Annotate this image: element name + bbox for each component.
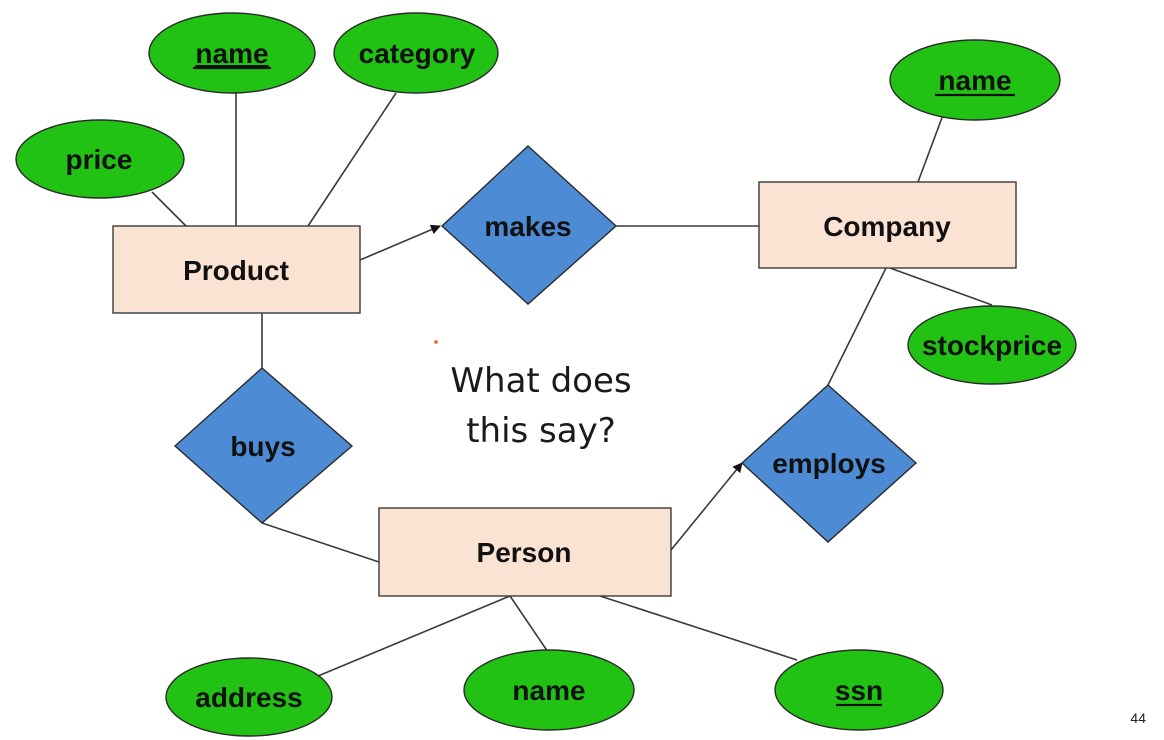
relationship-makes: makes	[440, 145, 618, 305]
attribute-product-name-label: name	[195, 38, 268, 69]
attribute-person-ssn: ssn	[774, 649, 944, 731]
entity-product: Product	[112, 225, 361, 314]
entity-person-label: Person	[477, 537, 572, 568]
edge-product-makes	[359, 224, 441, 261]
attribute-person-address: address	[165, 657, 333, 737]
entity-person: Person	[378, 507, 672, 597]
edge-company-employs	[827, 267, 887, 386]
question-line-2: this say?	[466, 411, 616, 451]
question-line-1: What does	[450, 361, 631, 401]
attribute-person-ssn-label: ssn	[835, 675, 883, 706]
edge-person-address	[317, 595, 511, 677]
attribute-person-name: name	[463, 649, 635, 731]
edge-person-name	[509, 595, 549, 653]
edge-product-price	[151, 191, 187, 227]
attribute-company-stockprice-label: stockprice	[922, 330, 1062, 361]
attribute-product-category-label: category	[359, 38, 476, 69]
edge-company-name	[917, 114, 944, 183]
attribute-product-category: category	[333, 12, 499, 94]
edge-company-stockprice	[889, 267, 993, 306]
entity-product-label: Product	[183, 255, 289, 286]
relationship-makes-label: makes	[484, 211, 571, 242]
relationship-buys: buys	[173, 367, 354, 524]
stray-dot	[434, 340, 438, 344]
relationship-employs-label: employs	[772, 448, 886, 479]
attribute-product-name: name	[148, 12, 316, 94]
attribute-product-price-label: price	[66, 144, 133, 175]
edge-buys-person	[261, 522, 380, 563]
slide-number: 44	[1130, 710, 1146, 726]
attribute-company-name-label: name	[938, 65, 1011, 96]
attribute-person-address-label: address	[195, 682, 302, 713]
edge-person-ssn	[599, 595, 798, 661]
attribute-person-name-label: name	[512, 675, 585, 706]
attribute-product-price: price	[15, 119, 185, 199]
edge-product-category	[307, 92, 397, 227]
attribute-company-name: name	[889, 39, 1061, 121]
edge-person-employs	[670, 462, 743, 551]
entity-company: Company	[758, 181, 1017, 269]
entity-company-label: Company	[823, 211, 951, 242]
relationship-employs: employs	[740, 384, 918, 543]
relationship-buys-label: buys	[230, 431, 295, 462]
attribute-company-stockprice: stockprice	[907, 305, 1077, 385]
